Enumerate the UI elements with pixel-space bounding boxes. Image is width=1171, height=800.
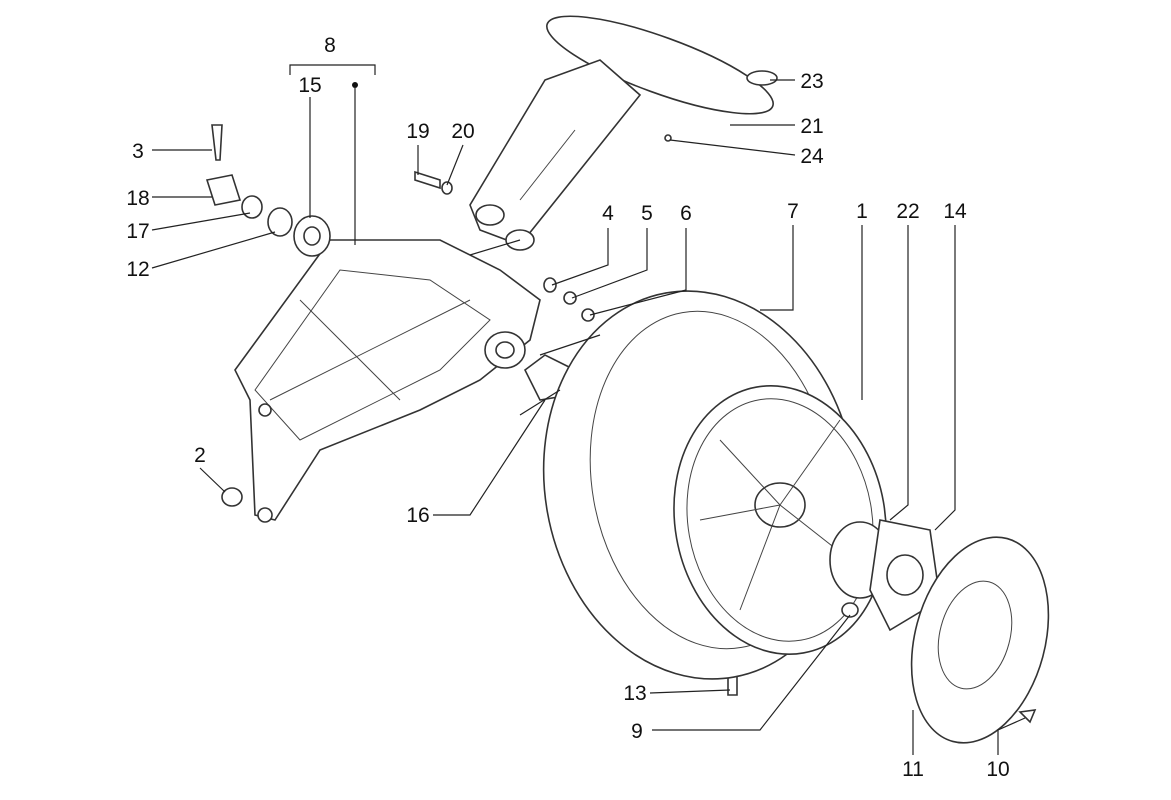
callout-2: 2 [194, 444, 206, 467]
callout-labels: 8 15 3 18 17 12 19 20 23 21 24 4 5 6 7 1… [126, 34, 1009, 781]
callout-21: 21 [800, 115, 823, 138]
callout-6: 6 [680, 202, 692, 225]
swingarm [234, 239, 541, 523]
callout-14: 14 [943, 200, 967, 223]
callout-17: 17 [126, 220, 149, 243]
callout-13: 13 [623, 682, 646, 705]
shock-absorber [469, 15, 778, 251]
callout-19: 19 [406, 120, 429, 143]
callout-15: 15 [298, 74, 321, 97]
callout-3: 3 [132, 140, 144, 163]
callout-5: 5 [641, 202, 653, 225]
callout-1: 1 [856, 200, 868, 223]
leader-lines [151, 64, 1026, 755]
callout-23: 23 [800, 70, 823, 93]
callout-10: 10 [986, 758, 1009, 781]
callout-9: 9 [631, 720, 643, 743]
hub-and-disc [829, 519, 1050, 744]
small-parts [205, 124, 738, 696]
callout-4: 4 [602, 202, 614, 225]
callout-12: 12 [126, 258, 149, 281]
callout-22: 22 [896, 200, 919, 223]
callout-16: 16 [406, 504, 429, 527]
callout-11: 11 [902, 758, 924, 781]
callout-8: 8 [324, 34, 336, 57]
wheel [542, 290, 887, 680]
callout-24: 24 [800, 145, 824, 168]
callout-7: 7 [787, 200, 799, 223]
callout-20: 20 [451, 120, 474, 143]
callout-18: 18 [126, 187, 149, 210]
